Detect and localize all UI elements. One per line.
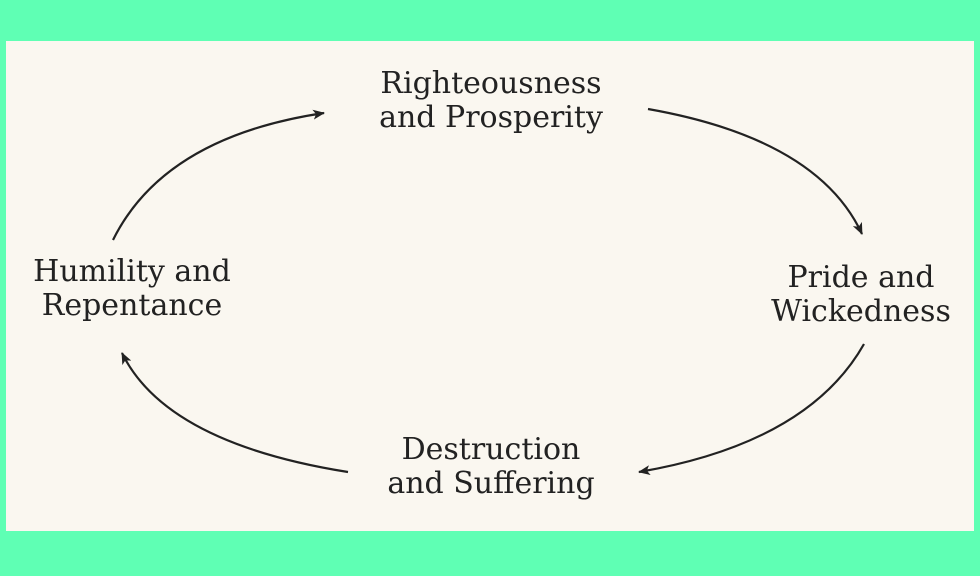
node-righteousness-and-prosperity: Righteousness and Prosperity [346,67,636,135]
cycle-arrows [112,107,865,476]
node-label-line: Humility and [33,254,231,289]
node-label-line: Righteousness [380,66,602,101]
node-label-line: and Suffering [387,466,595,501]
diagram-panel: Righteousness and Prosperity Pride and W… [6,41,974,531]
node-label-line: Pride and [787,260,935,295]
node-destruction-and-suffering: Destruction and Suffering [351,433,631,501]
node-humility-and-repentance: Humility and Repentance [6,255,258,323]
node-label-line: Wickedness [771,294,951,329]
arrow-bottom-to-left [121,352,349,474]
node-label-line: Destruction [401,432,581,467]
node-label-line: and Prosperity [379,100,603,135]
node-pride-and-wickedness: Pride and Wickedness [748,261,974,329]
arrow-right-to-bottom [638,343,865,476]
arrow-top-to-right [647,107,863,235]
arrow-left-to-top [112,109,325,241]
node-label-line: Repentance [41,288,223,323]
